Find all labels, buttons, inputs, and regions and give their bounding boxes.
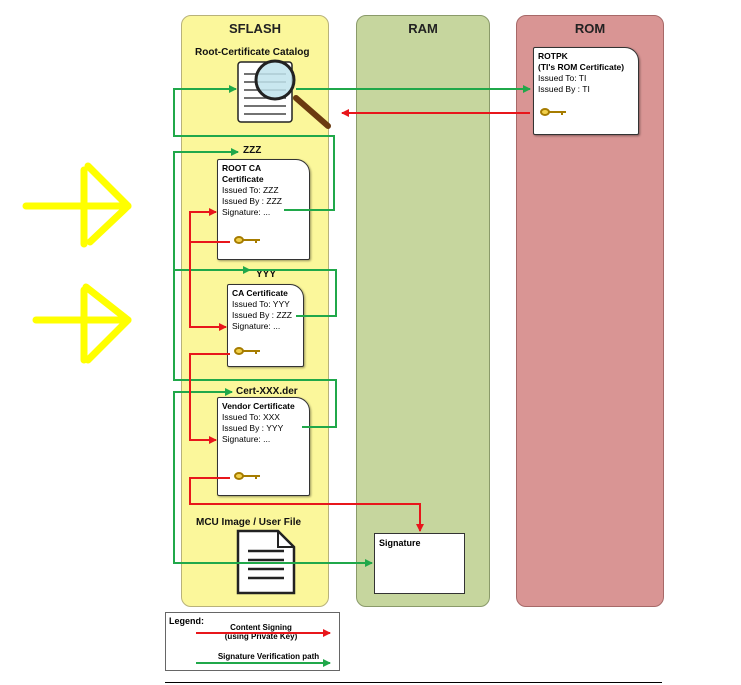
- magnifier-icon: [237, 59, 331, 129]
- cert-xxx-label: Cert-XXX.der: [236, 386, 298, 397]
- sflash-title: SFLASH: [229, 21, 281, 36]
- vendor-certificate: Vendor Certificate Issued To: XXX Issued…: [217, 397, 310, 496]
- root-ca-title-2: Certificate: [222, 174, 264, 184]
- ca-title: CA Certificate: [232, 288, 288, 298]
- legend-verification-text: Signature Verification path: [217, 652, 320, 661]
- signing-paths: [189, 109, 530, 532]
- rom-title: ROM: [574, 21, 606, 36]
- arrow-right-icon: [32, 283, 132, 364]
- root-ca-signature: Signature: ...: [222, 207, 271, 217]
- vendor-issued-to: Issued To: XXX: [222, 412, 280, 422]
- ca-issued-by: Issued By : ZZZ: [232, 310, 292, 320]
- vendor-issued-by: Issued By : YYY: [222, 423, 284, 433]
- ca-issued-to: Issued To: YYY: [232, 299, 290, 309]
- vendor-signature: Signature: ...: [222, 434, 271, 444]
- ca-signature: Signature: ...: [232, 321, 281, 331]
- rotpk-issued-to: Issued To: TI: [538, 73, 587, 83]
- root-catalog-label: Root-Certificate Catalog: [195, 47, 310, 58]
- root-ca-issued-by: Issued By : ZZZ: [222, 196, 282, 206]
- root-ca-title-1: ROOT CA: [222, 163, 262, 173]
- verification-paths: [173, 85, 531, 567]
- root-ca-issued-to: Issued To: ZZZ: [222, 185, 279, 195]
- rotpk-title-2: (TI's ROM Certificate): [538, 62, 625, 72]
- legend-title: Legend:: [169, 616, 204, 626]
- legend-signing-line1: Content Signing: [230, 623, 292, 632]
- yyy-label: YYY: [256, 269, 277, 280]
- key-icon: [540, 108, 566, 116]
- arrow-right-icon: [22, 162, 132, 248]
- key-icon: [234, 472, 260, 480]
- legend-signing-line2: (using Private Key): [224, 632, 298, 641]
- legend: Legend: Content Signing (using Private K…: [165, 612, 340, 671]
- zzz-label: ZZZ: [243, 145, 262, 156]
- root-ca-certificate: ROOT CA Certificate Issued To: ZZZ Issue…: [217, 159, 310, 260]
- mcu-image-label: MCU Image / User File: [196, 517, 302, 528]
- rotpk-title-1: ROTPK: [538, 51, 568, 61]
- ram-title: RAM: [408, 21, 438, 36]
- ram-signature-box: Signature: [374, 533, 465, 594]
- vendor-title: Vendor Certificate: [222, 401, 295, 411]
- bottom-rule: [165, 682, 662, 683]
- key-icon: [234, 236, 260, 244]
- rotpk-certificate: ROTPK (TI's ROM Certificate) Issued To: …: [533, 47, 639, 135]
- rotpk-issued-by: Issued By : TI: [538, 84, 590, 94]
- ram-signature-label: Signature: [379, 538, 421, 548]
- key-icon: [234, 347, 260, 355]
